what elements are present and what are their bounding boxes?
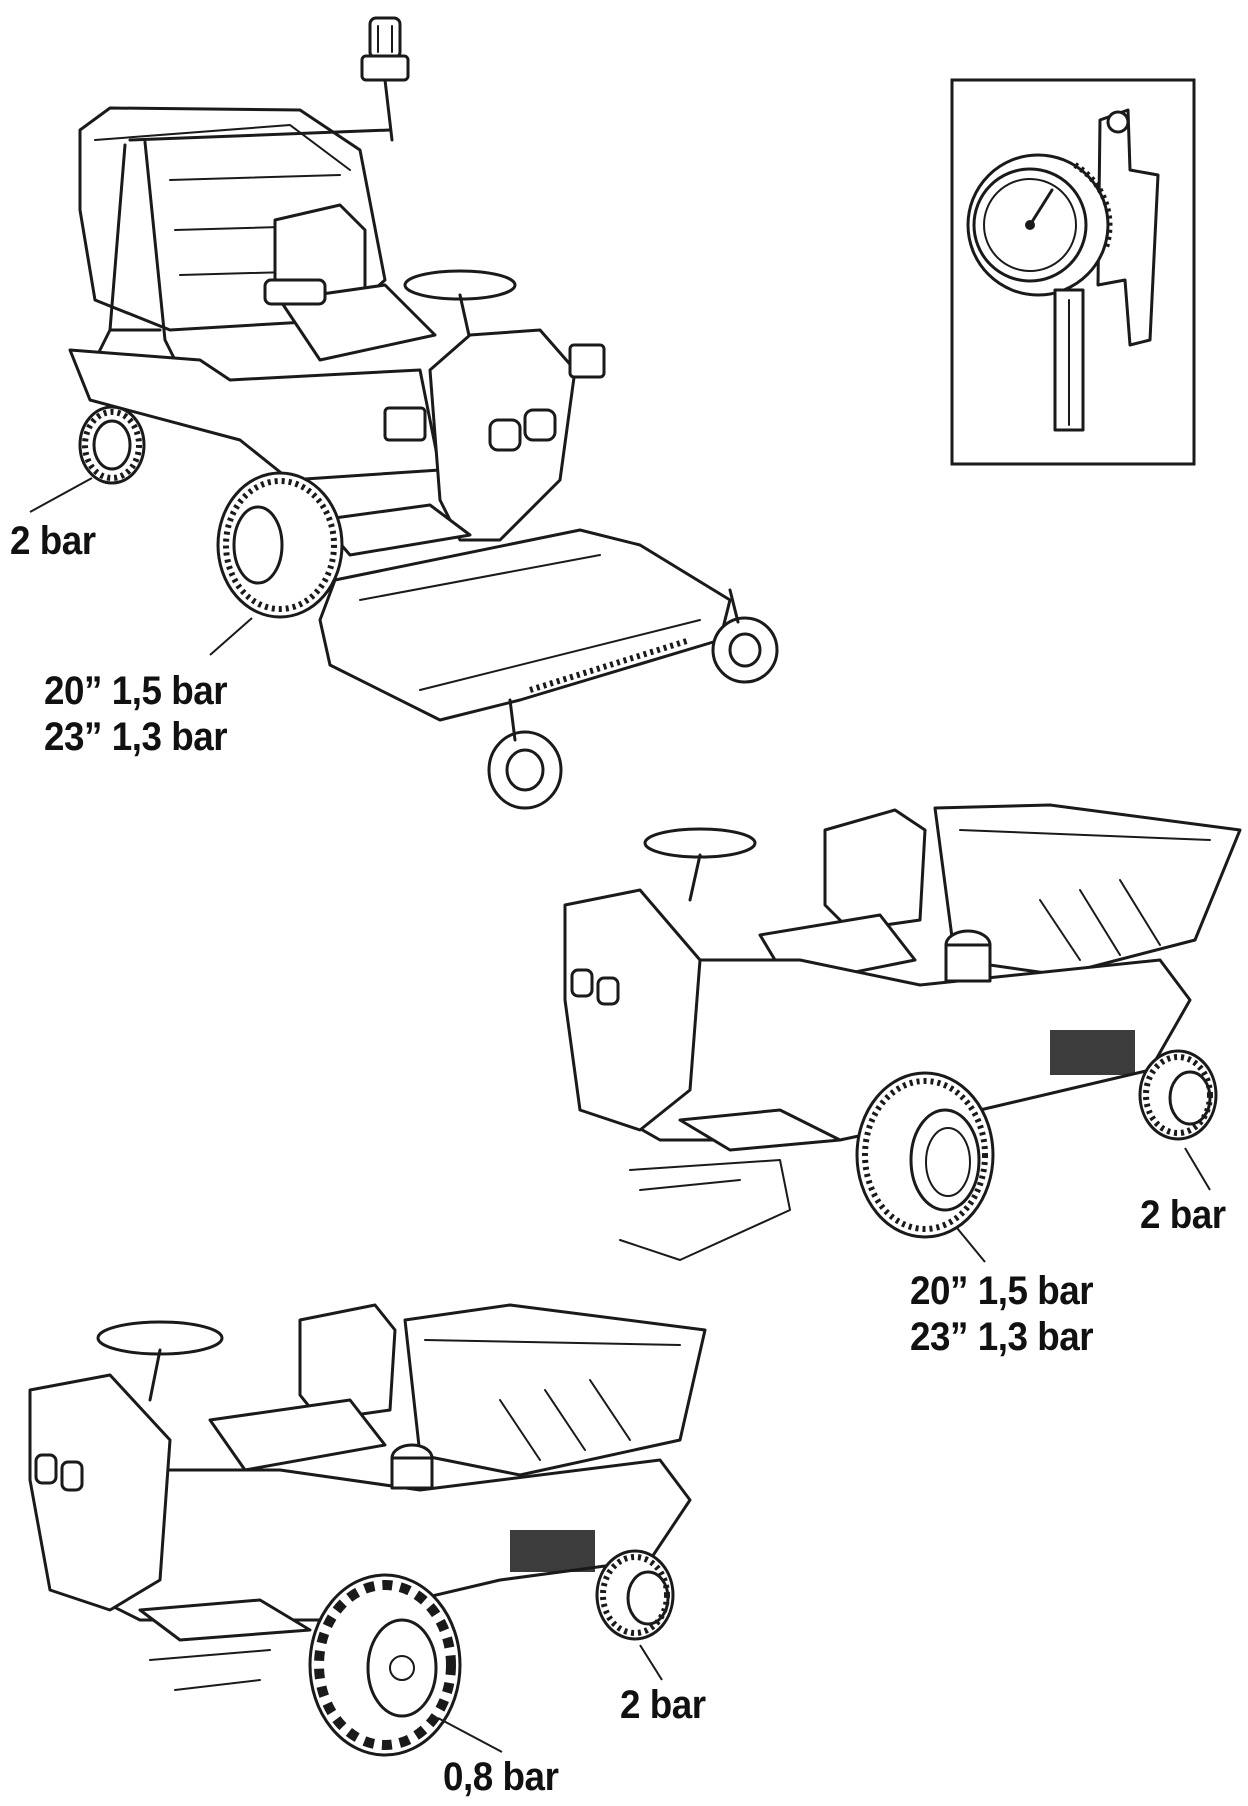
seat-icon [263,203,437,362]
agri-tire-tractor-rear-wheel-pressure: 2 bar [620,1683,706,1727]
beacon-light-icon [360,16,410,142]
front-mower-drive-wheel-pressure-20in: 20” 1,5 bar [44,669,228,713]
front-mower-illustration [29,16,779,810]
spreader-tractor-drive-wheel-pressure-20in: 20” 1,5 bar [910,1269,1094,1313]
spreader-tractor-illustration [563,803,1242,1263]
pressure-gauge-inset [950,78,1196,466]
front-mower-rear-wheel [78,405,146,485]
agri-tire-tractor-illustration [28,1303,707,1757]
spreader-tractor-rear-wheel [1138,1049,1218,1141]
spreader-tractor-drive-wheel-pressure: 20” 1,5 bar 23” 1,3 bar [910,1268,1094,1360]
front-mower-drive-wheel-pressure-23in: 23” 1,3 bar [44,715,228,759]
deck-caster-wheel-front [487,698,563,810]
agri-tire-tractor-rear-wheel [595,1549,675,1641]
front-mower-drive-wheel-pressure: 20” 1,5 bar 23” 1,3 bar [44,668,228,760]
front-mower-drive-wheel [216,471,344,619]
agri-tire-tractor-drive-wheel [308,1573,462,1757]
tire-pressure-gauge-icon [966,108,1160,432]
deck-caster-wheel-right [711,588,779,684]
spreader-tractor-drive-wheel-pressure-23in: 23” 1,3 bar [910,1315,1094,1359]
spreader-tractor-rear-wheel-pressure: 2 bar [1140,1193,1226,1237]
spreader-tractor-drive-wheel [855,1071,995,1239]
front-mower-rear-wheel-pressure: 2 bar [10,519,96,563]
agri-tire-tractor-drive-wheel-pressure: 0,8 bar [443,1755,559,1799]
